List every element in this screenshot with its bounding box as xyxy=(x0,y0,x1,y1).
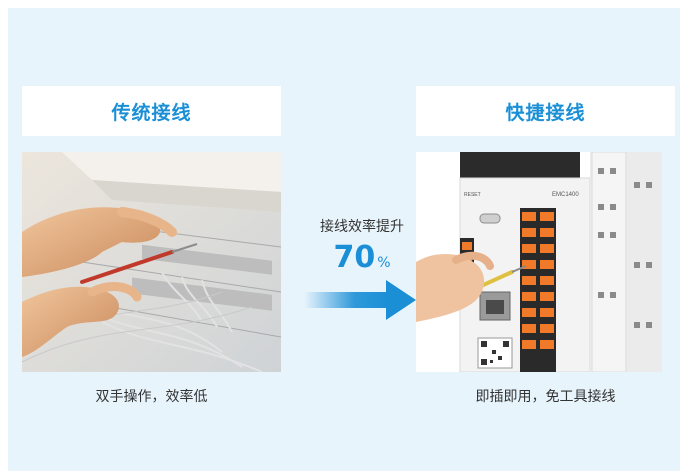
quick-wiring-caption: 即插即用，免工具接线 xyxy=(475,389,616,405)
traditional-wiring-illustration xyxy=(22,152,281,372)
comparison-panel: 传统接线 快捷接线 xyxy=(8,8,680,471)
quick-wiring-illustration: EMC1400 RESET xyxy=(416,152,662,372)
quick-wiring-title: 快捷接线 xyxy=(505,101,586,124)
arrow-right-icon xyxy=(304,280,416,320)
traditional-wiring-title-box: 传统接线 xyxy=(22,86,281,136)
efficiency-value: 70% xyxy=(304,240,420,275)
traditional-wiring-title: 传统接线 xyxy=(111,101,192,124)
device-model-label: EMC1400 xyxy=(552,192,579,198)
quick-wiring-photo: EMC1400 RESET xyxy=(416,152,662,372)
efficiency-number: 70 xyxy=(333,240,376,275)
efficiency-unit: % xyxy=(377,255,391,271)
quick-wiring-title-box: 快捷接线 xyxy=(416,86,675,136)
efficiency-label: 接线效率提升 xyxy=(320,219,404,235)
traditional-wiring-photo xyxy=(22,152,281,372)
reset-label: RESET xyxy=(464,192,481,198)
traditional-wiring-caption: 双手操作，效率低 xyxy=(95,389,208,405)
